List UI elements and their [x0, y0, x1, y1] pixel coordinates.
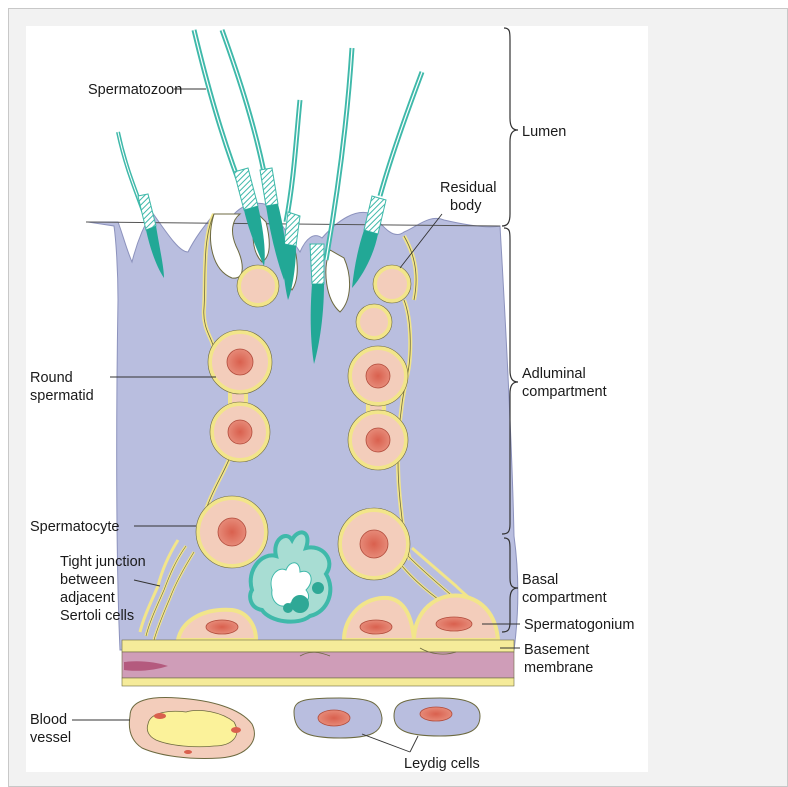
label-residual-body-2: body — [450, 198, 482, 214]
label-round-spermatid-2: spermatid — [30, 388, 94, 404]
label-blood-vessel-1: Blood — [30, 712, 67, 728]
basement-membrane — [122, 640, 514, 686]
label-tight-junction-4: Sertoli cells — [60, 608, 134, 624]
blood-vessel — [129, 698, 254, 759]
leydig-cells — [294, 698, 480, 738]
label-spermatogonium: Spermatogonium — [524, 617, 634, 633]
label-lumen: Lumen — [522, 124, 566, 140]
label-tight-junction-2: between — [60, 572, 115, 588]
label-residual-body-1: Residual — [440, 180, 496, 196]
label-adluminal-1: Adluminal — [522, 366, 586, 382]
label-blood-vessel-2: vessel — [30, 730, 71, 746]
label-leydig-cells: Leydig cells — [404, 756, 480, 772]
label-tight-junction-1: Tight junction — [60, 554, 146, 570]
label-basal-1: Basal — [522, 572, 558, 588]
label-spermatozoon: Spermatozoon — [88, 82, 182, 98]
label-tight-junction-3: adjacent — [60, 590, 115, 606]
label-spermatocyte: Spermatocyte — [30, 519, 119, 535]
label-basement-2: membrane — [524, 660, 593, 676]
label-basal-2: compartment — [522, 590, 607, 606]
label-adluminal-2: compartment — [522, 384, 607, 400]
label-round-spermatid-1: Round — [30, 370, 73, 386]
label-basement-1: Basement — [524, 642, 589, 658]
